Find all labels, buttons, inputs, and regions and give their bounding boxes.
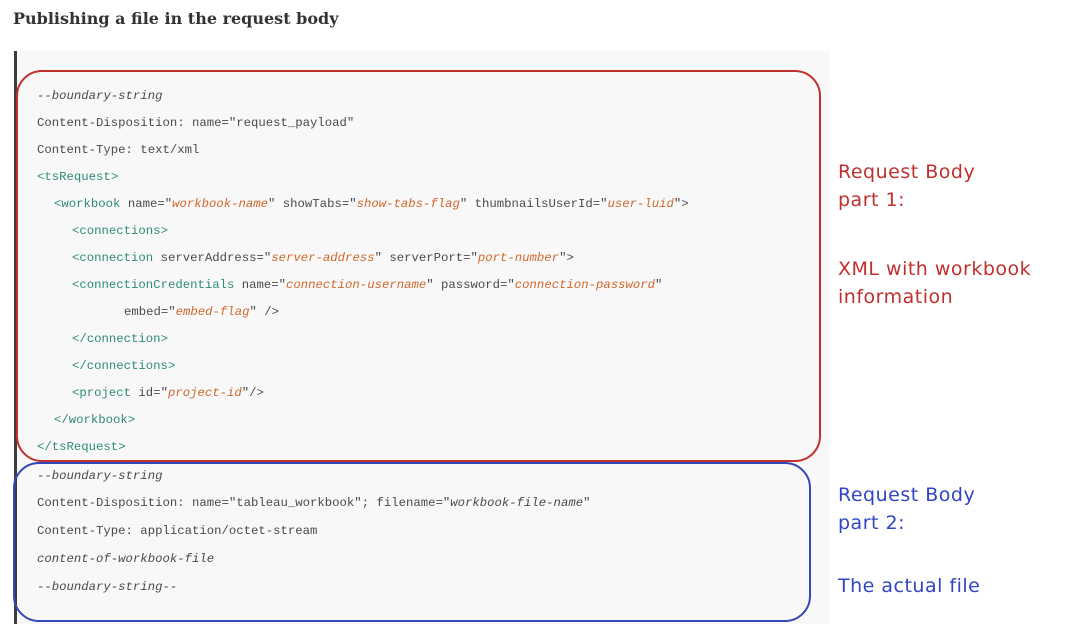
- code-line-connection-close: </connection>: [72, 332, 168, 346]
- xml-bracket: ">: [559, 251, 574, 265]
- part2-annotation-desc: The actual file: [838, 575, 981, 597]
- xml-attr: " password=": [426, 278, 515, 292]
- header-text: ": [583, 496, 591, 510]
- code-line-boundary: --boundary-string: [37, 469, 162, 483]
- xml-tag-name: connection: [86, 332, 161, 346]
- xml-attr-value: workbook-name: [172, 197, 269, 211]
- code-line-workbook-close: </workbook>: [54, 413, 135, 427]
- xml-bracket: </: [54, 413, 69, 427]
- file-content-placeholder: content-of-workbook-file: [37, 552, 215, 566]
- code-line-workbook-open: <workbook name="workbook-name" showTabs=…: [54, 197, 689, 211]
- xml-bracket: >: [160, 332, 168, 346]
- code-line-embed: embed="embed-flag" />: [124, 305, 279, 319]
- code-block: [14, 51, 829, 624]
- code-line-content-type: Content-Type: text/xml: [37, 143, 199, 157]
- xml-attr-value: embed-flag: [175, 305, 250, 319]
- xml-tag-name: tsRequest: [44, 170, 111, 184]
- code-line-content-type: Content-Type: application/octet-stream: [37, 524, 317, 538]
- xml-bracket: "/>: [241, 386, 264, 400]
- xml-tag-name: project: [79, 386, 132, 400]
- part2-highlight-outline: [13, 462, 811, 622]
- part1-annotation-title: Request Body part 1:: [838, 161, 976, 211]
- xml-attr: " showTabs=": [268, 197, 357, 211]
- xml-attr-value: connection-password: [514, 278, 656, 292]
- header-text: Content-Type: text/xml: [37, 143, 200, 157]
- part1-highlight-outline: [16, 70, 821, 462]
- code-line-connection-open: <connection serverAddress="server-addres…: [72, 251, 574, 265]
- xml-bracket: >: [167, 359, 176, 373]
- header-text: Content-Disposition: name="tableau_workb…: [37, 496, 451, 510]
- xml-attr: embed=": [124, 305, 176, 319]
- xml-bracket: <: [72, 224, 80, 238]
- header-text: Content-Type: application/octet-stream: [37, 524, 318, 538]
- boundary-token: --boundary-string: [37, 469, 163, 483]
- xml-bracket: " />: [249, 305, 279, 319]
- xml-attr: serverAddress=": [153, 251, 272, 265]
- xml-attr: name=": [234, 278, 287, 292]
- xml-bracket: </: [72, 332, 87, 346]
- boundary-token: --boundary-string: [37, 89, 163, 103]
- xml-bracket: >: [160, 224, 168, 238]
- xml-attr-value: port-number: [477, 251, 560, 265]
- boundary-token: --boundary-string--: [37, 580, 178, 594]
- xml-bracket: </: [72, 359, 87, 373]
- xml-attr-value: project-id: [167, 386, 242, 400]
- xml-tag-name: tsRequest: [51, 440, 119, 454]
- code-line-content-disposition: Content-Disposition: name="tableau_workb…: [37, 496, 590, 510]
- code-line-content-disposition: Content-Disposition: name="request_paylo…: [37, 116, 354, 130]
- xml-bracket: <: [54, 197, 62, 211]
- xml-tag-name: connections: [79, 224, 161, 238]
- xml-bracket: <: [72, 278, 80, 292]
- xml-bracket: <: [72, 386, 80, 400]
- xml-attr: ": [655, 278, 663, 292]
- xml-attr: name=": [120, 197, 173, 211]
- xml-bracket: >: [110, 170, 119, 184]
- xml-bracket: <: [37, 170, 45, 184]
- xml-tag-name: workbook: [61, 197, 121, 211]
- xml-tag-name: connections: [86, 359, 168, 373]
- xml-attr: " thumbnailsUserId=": [459, 197, 608, 211]
- xml-tag-name: connectionCredentials: [79, 278, 235, 292]
- part2-annotation-title: Request Body part 2:: [838, 484, 976, 534]
- xml-attr-value: show-tabs-flag: [356, 197, 460, 211]
- header-text: Content-Disposition: name="request_paylo…: [37, 116, 355, 130]
- xml-attr-value: user-luid: [607, 197, 674, 211]
- xml-tag-name: workbook: [68, 413, 128, 427]
- section-heading: Publishing a file in the request body: [13, 9, 339, 28]
- xml-bracket: >: [118, 440, 126, 454]
- code-line-connections-open: <connections>: [72, 224, 168, 238]
- xml-attr: " serverPort=": [374, 251, 478, 265]
- xml-attr-value: server-address: [271, 251, 375, 265]
- code-line-connection-credentials: <connectionCredentials name="connection-…: [72, 278, 662, 292]
- code-line-connections-close: </connections>: [72, 359, 175, 373]
- code-line-boundary-end: --boundary-string--: [37, 580, 177, 594]
- filename-value: workbook-file-name: [450, 496, 584, 510]
- xml-attr-value: connection-username: [286, 278, 427, 292]
- xml-bracket: >: [127, 413, 136, 427]
- part1-annotation-desc: XML with workbook information: [838, 258, 1032, 308]
- xml-tag-name: connection: [79, 251, 154, 265]
- xml-attr: id=": [131, 386, 168, 400]
- code-line-tsrequest-open: <tsRequest>: [37, 170, 118, 184]
- xml-bracket: ">: [673, 197, 689, 211]
- code-line-project: <project id="project-id"/>: [72, 386, 264, 400]
- code-line-boundary: --boundary-string: [37, 89, 162, 103]
- xml-bracket: <: [72, 251, 80, 265]
- code-line-file-content: content-of-workbook-file: [37, 552, 214, 566]
